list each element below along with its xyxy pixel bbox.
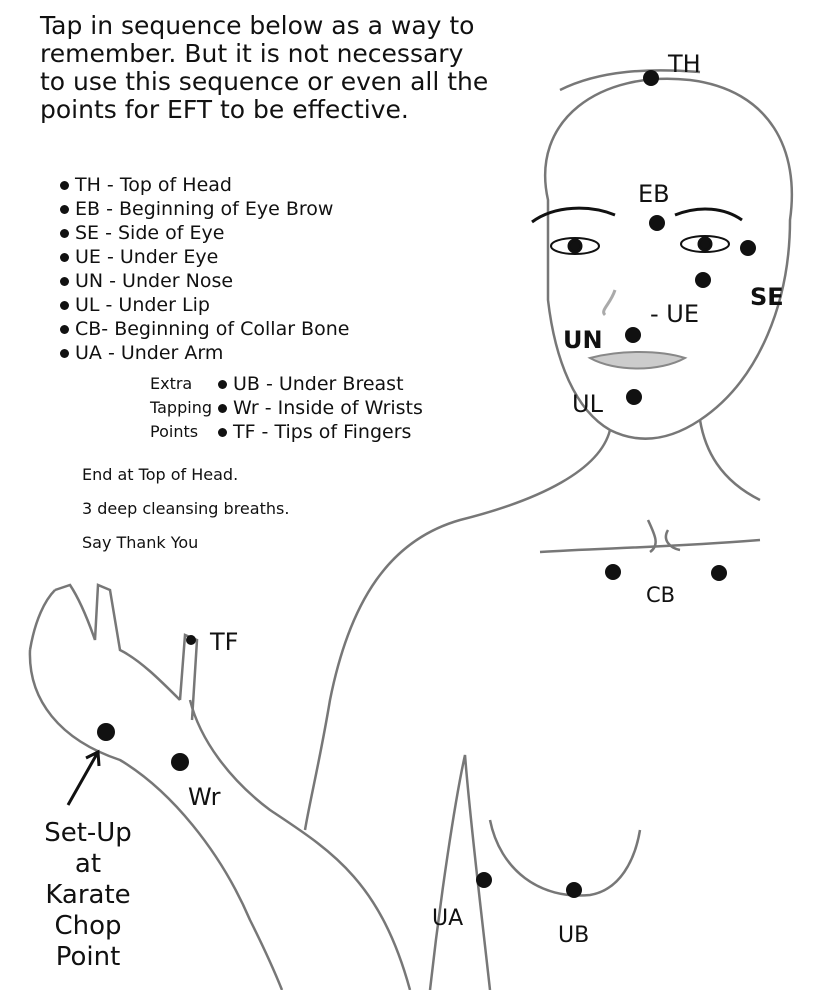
setup-line: Karate bbox=[45, 880, 131, 910]
extra-label-line: Points bbox=[150, 422, 199, 441]
label-th: TH bbox=[667, 50, 701, 78]
arm bbox=[28, 649, 284, 990]
intro-line: remember. But it is not necessary bbox=[40, 39, 464, 68]
extra-label: Extra Tapping Points bbox=[150, 372, 212, 444]
ending-line: 3 deep cleansing breaths. bbox=[82, 499, 290, 518]
intro-line: to use this sequence or even all the bbox=[40, 67, 489, 96]
collar-line bbox=[539, 538, 761, 554]
dot-th bbox=[643, 70, 659, 86]
extra-points: Extra Tapping Points UB - Under Breast W… bbox=[150, 372, 423, 444]
mouth bbox=[587, 351, 688, 370]
label-tf: TF bbox=[209, 628, 238, 656]
list-item: UB - Under Breast bbox=[218, 372, 423, 396]
dot-ul bbox=[626, 389, 642, 405]
neck-right bbox=[698, 419, 761, 502]
intro-text: Tap in sequence below as a way to rememb… bbox=[40, 12, 580, 124]
tapping-dots bbox=[97, 70, 756, 898]
dot-se bbox=[740, 240, 756, 256]
eye-right bbox=[680, 235, 730, 253]
eye-left bbox=[550, 237, 600, 255]
list-item: UN - Under Nose bbox=[60, 269, 349, 293]
neck-shoulder bbox=[303, 429, 612, 831]
dot-un bbox=[625, 327, 641, 343]
arm-inner bbox=[188, 699, 412, 990]
label-cb: CB bbox=[646, 583, 675, 607]
nose bbox=[602, 289, 617, 317]
collar-notch bbox=[646, 519, 681, 554]
eyebrow-left bbox=[531, 206, 616, 224]
dot-cb-right bbox=[711, 565, 727, 581]
extra-label-line: Extra bbox=[150, 374, 193, 393]
label-ua: UA bbox=[432, 906, 463, 931]
list-item: UL - Under Lip bbox=[60, 293, 349, 317]
label-eb: EB bbox=[638, 180, 670, 208]
label-ul: UL bbox=[572, 390, 604, 418]
head-outline bbox=[543, 77, 794, 440]
breast bbox=[488, 819, 642, 897]
setup-line: at bbox=[74, 849, 102, 879]
list-item: EB - Beginning of Eye Brow bbox=[60, 197, 349, 221]
intro-line: Tap in sequence below as a way to bbox=[40, 11, 475, 40]
list-item: CB- Beginning of Collar Bone bbox=[60, 317, 349, 341]
dot-eb bbox=[649, 215, 665, 231]
setup-karate-chop-caption: Set-Up at Karate Chop Point bbox=[18, 818, 158, 973]
torso-center bbox=[428, 754, 492, 990]
ending-line: End at Top of Head. bbox=[82, 465, 239, 484]
list-item: Wr - Inside of Wrists bbox=[218, 396, 423, 420]
face-features bbox=[531, 206, 743, 370]
dot-cb-left bbox=[605, 564, 621, 580]
ending-line: Say Thank You bbox=[82, 533, 199, 552]
list-item: TF - Tips of Fingers bbox=[218, 420, 423, 444]
label-un: UN bbox=[563, 326, 603, 354]
label-wr: Wr bbox=[188, 783, 221, 811]
dot-ue bbox=[695, 272, 711, 288]
setup-line: Set-Up bbox=[44, 818, 132, 848]
list-item: UA - Under Arm bbox=[60, 341, 349, 365]
list-item: TH - Top of Head bbox=[60, 173, 349, 197]
label-se: SE bbox=[750, 283, 784, 311]
hand bbox=[28, 583, 199, 721]
arrow-icon bbox=[66, 749, 101, 806]
dot-ub bbox=[566, 882, 582, 898]
dot-karate bbox=[97, 723, 115, 741]
tapping-points-list: TH - Top of Head EB - Beginning of Eye B… bbox=[60, 173, 349, 365]
dot-ua bbox=[476, 872, 492, 888]
list-item: UE - Under Eye bbox=[60, 245, 349, 269]
dot-tf bbox=[186, 635, 196, 645]
label-ue: - UE bbox=[650, 300, 699, 328]
list-item: SE - Side of Eye bbox=[60, 221, 349, 245]
head-top-curve bbox=[559, 69, 701, 92]
intro-line: points for EFT to be effective. bbox=[40, 95, 409, 124]
eyebrow-right bbox=[674, 207, 743, 222]
label-ub: UB bbox=[558, 923, 589, 948]
extra-label-line: Tapping bbox=[150, 398, 212, 417]
ending-instructions: End at Top of Head. 3 deep cleansing bre… bbox=[82, 458, 289, 560]
dot-wr bbox=[171, 753, 189, 771]
setup-line: Point bbox=[55, 942, 121, 972]
setup-line: Chop bbox=[54, 911, 122, 941]
